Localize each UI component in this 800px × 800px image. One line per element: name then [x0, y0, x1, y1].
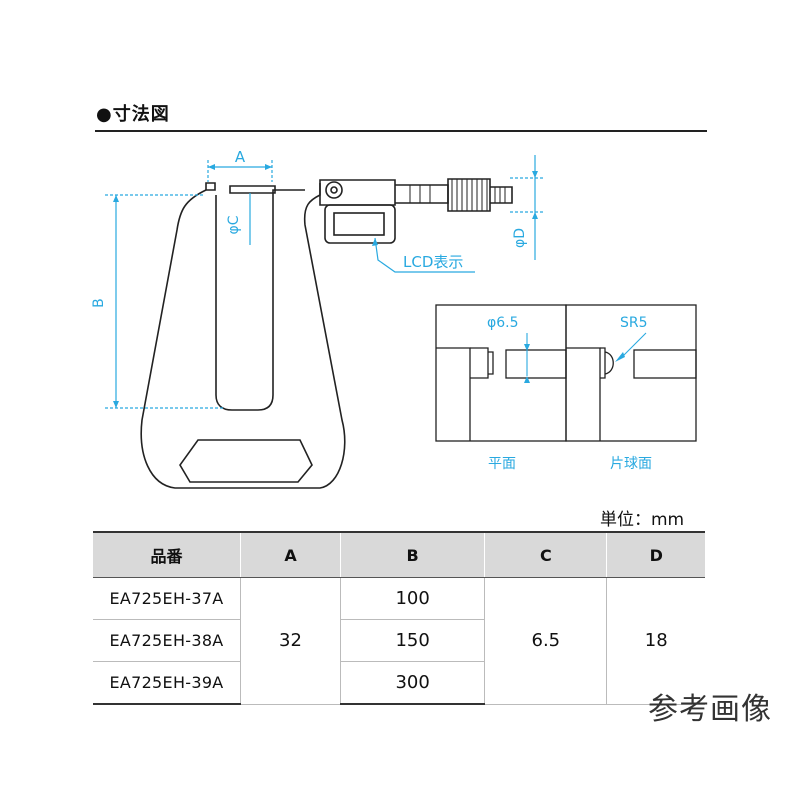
- dimension-lines: [105, 155, 545, 409]
- header-model: 品番: [93, 531, 241, 578]
- dimension-arrows: [113, 164, 538, 408]
- micrometer-frame: [140, 182, 346, 489]
- inset-arrows: [524, 344, 625, 383]
- a-value-cell: 32: [239, 577, 341, 705]
- sphere-label: 片球面: [610, 456, 652, 472]
- header-d: D: [606, 531, 705, 578]
- dim-b-label: B: [91, 298, 107, 308]
- sphere-dim-label: SR5: [620, 315, 648, 331]
- table-row: EA725EH-39A 300: [93, 661, 705, 705]
- header-b: B: [340, 531, 485, 578]
- d-value-cell: 18: [606, 577, 705, 705]
- header-c: C: [484, 531, 607, 578]
- inset-dimension-lines: [526, 332, 647, 376]
- table-header-row: 品番 A B C D: [93, 531, 705, 578]
- flat-dim-label: φ6.5: [487, 315, 519, 331]
- table-row: EA725EH-38A 150: [93, 619, 705, 662]
- reference-image-watermark: 参考画像: [648, 692, 772, 727]
- section-heading: ●寸法図: [96, 100, 170, 126]
- c-value-cell: 6.5: [484, 577, 607, 705]
- b-value-cell: 300: [340, 661, 485, 705]
- unit-label: 単位：mm: [600, 510, 685, 530]
- header-a: A: [239, 531, 341, 578]
- model-cell: EA725EH-37A: [93, 577, 241, 620]
- heading-title: 寸法図: [112, 104, 170, 125]
- spec-table: 品番 A B C D EA725EH-37A 32 100 6.5 18 EA7…: [93, 531, 705, 705]
- heading-rule: [95, 130, 707, 132]
- dim-c-label: φC: [226, 215, 242, 234]
- micrometer-head: [319, 178, 513, 244]
- lcd-label: LCD表示: [403, 253, 463, 271]
- bullet-icon: ●: [96, 104, 113, 125]
- contact-detail-inset: [435, 304, 697, 442]
- table-row: EA725EH-37A 32 100 6.5 18: [93, 577, 705, 705]
- flat-label: 平面: [488, 456, 516, 472]
- model-cell: EA725EH-39A: [93, 661, 241, 705]
- thimble-knurl: [409, 179, 506, 211]
- b-value-cell: 100: [340, 577, 485, 620]
- b-value-cell: 150: [340, 619, 485, 662]
- model-cell: EA725EH-38A: [93, 619, 241, 662]
- dim-d-label: φD: [512, 228, 528, 248]
- dim-a-label: A: [235, 148, 246, 166]
